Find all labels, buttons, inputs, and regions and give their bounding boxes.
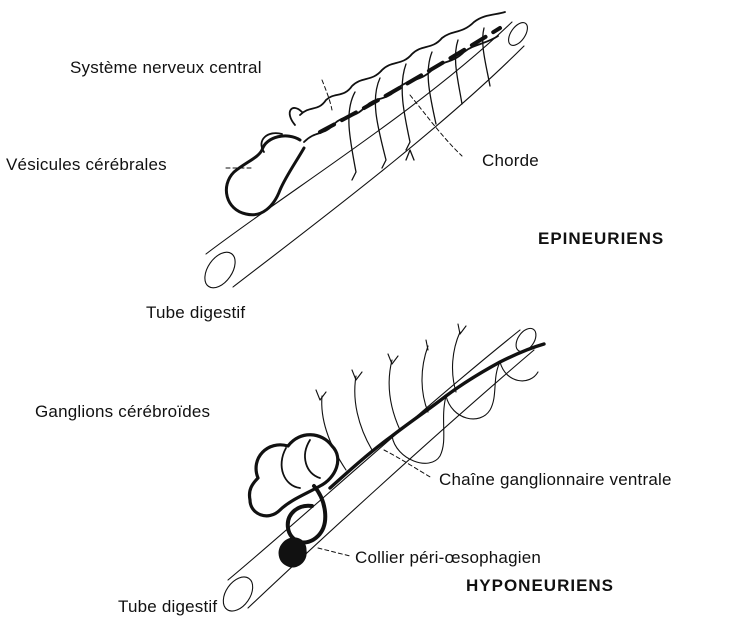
label-vesicules-cerebrales: Vésicules cérébrales [6, 155, 167, 175]
title-epineuriens: EPINEURIENS [538, 229, 664, 249]
label-collier-peri-oesophagien: Collier péri-œsophagien [355, 548, 541, 568]
label-ganglions-cerebroides: Ganglions cérébroïdes [35, 402, 210, 422]
label-tube-digestif-epineurien: Tube digestif [146, 303, 245, 323]
hyponeurien-leaders [318, 450, 432, 556]
label-tube-digestif-hyponeurien: Tube digestif [118, 597, 217, 617]
label-systeme-nerveux-central: Système nerveux central [70, 58, 262, 78]
chaine-ganglionnaire-ventrale-shape [330, 344, 544, 488]
nerfs-hyponeurien [316, 324, 538, 470]
label-chaine-ganglionnaire-ventrale: Chaîne ganglionnaire ventrale [439, 470, 672, 490]
collier-peri-oesophagien-shape [279, 486, 325, 567]
title-hyponeuriens: HYPONEURIENS [466, 576, 614, 596]
label-chorde: Chorde [482, 151, 539, 171]
